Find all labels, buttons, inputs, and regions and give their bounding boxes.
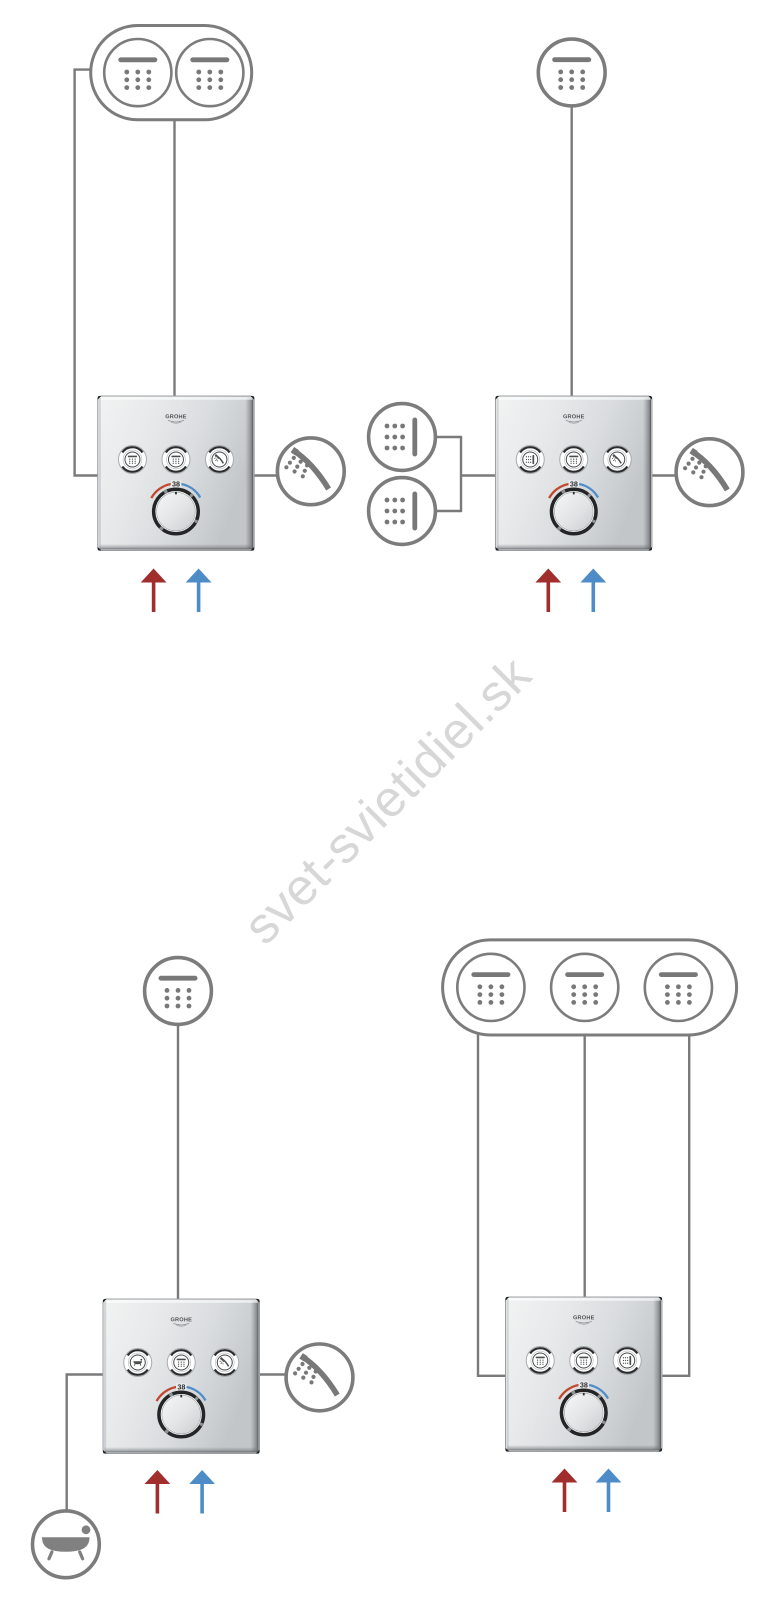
svg-text:svet-svietidiel.sk: svet-svietidiel.sk bbox=[232, 646, 541, 955]
